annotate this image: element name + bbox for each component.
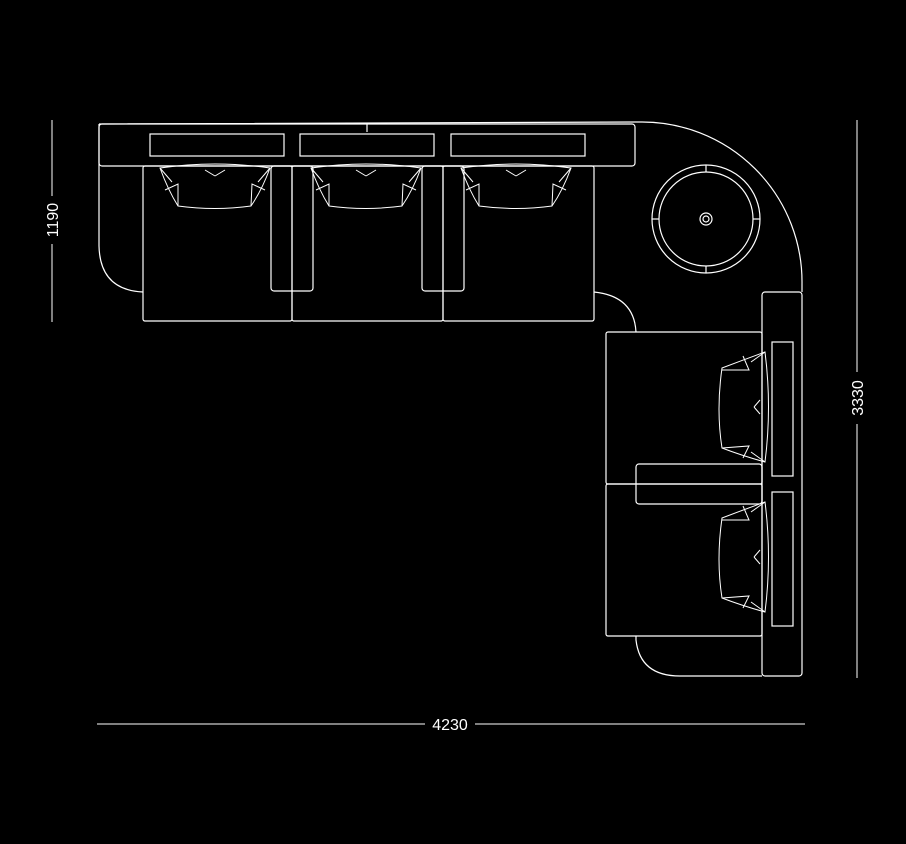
back-cushion-5 (771, 491, 794, 627)
back-cushion-1 (149, 133, 285, 157)
pillow-3 (460, 163, 572, 209)
dimension-left-label: 1190 (45, 203, 62, 238)
armrest-divider-2 (421, 165, 465, 292)
dimension-right-label: 3330 (850, 380, 867, 416)
seat-5 (605, 483, 763, 637)
dimension-bottom-label: 4230 (432, 717, 468, 734)
back-cushion-3 (450, 133, 586, 157)
corner-table (651, 164, 761, 274)
pillow-4 (718, 351, 769, 463)
right-backrest (761, 291, 803, 677)
seat-4 (605, 331, 763, 485)
seat-2 (291, 165, 444, 322)
pillow-1 (159, 163, 271, 209)
right-seats (605, 331, 763, 637)
sofa-outline (98, 121, 803, 677)
back-cushion-4 (771, 341, 794, 477)
armrest-divider-3 (635, 463, 763, 505)
pillow-5 (718, 501, 769, 613)
pillow-2 (310, 163, 422, 209)
top-backrest (98, 123, 636, 167)
back-cushion-2 (299, 133, 435, 157)
dimension-bottom: 4230 (97, 717, 805, 734)
top-seats (142, 165, 595, 322)
seat-1 (142, 165, 293, 322)
armrest-divider-1 (270, 165, 314, 292)
dimension-right: 3330 (850, 120, 867, 678)
seat-3 (442, 165, 595, 322)
dimension-left: 1190 (45, 120, 62, 322)
right-pillows (718, 351, 769, 613)
top-pillows (159, 163, 572, 209)
